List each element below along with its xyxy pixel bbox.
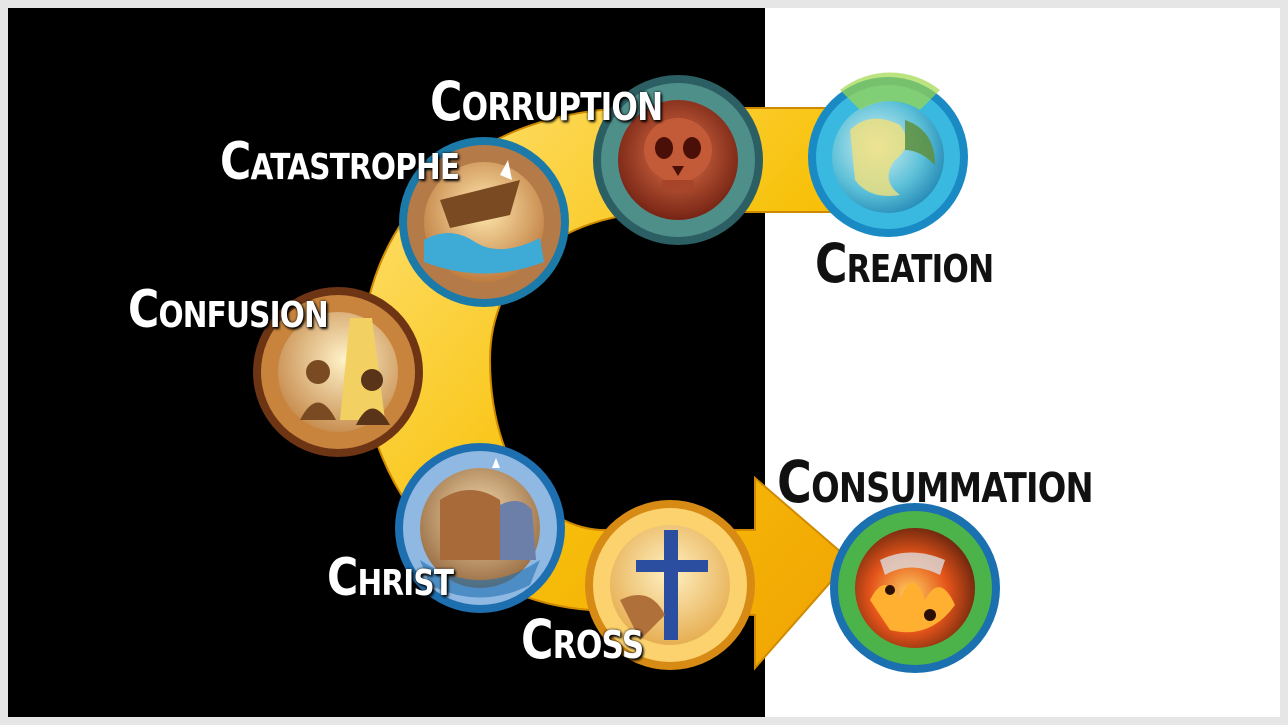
- label-corruption: Corruption: [430, 70, 663, 133]
- label-cross: Cross: [521, 608, 644, 671]
- corruption-medallion: [593, 75, 763, 245]
- confusion-medallion: [253, 287, 423, 457]
- label-creation: Creation: [815, 232, 994, 295]
- label-confusion: Confusion: [128, 280, 329, 340]
- label-catastrophe: Catastrophe: [220, 132, 460, 192]
- label-consummation: Consummation: [777, 448, 1094, 516]
- creation-medallion: [808, 72, 968, 237]
- label-christ: Christ: [327, 548, 454, 608]
- christ-medallion: [395, 443, 565, 613]
- consummation-medallion: [830, 503, 1000, 673]
- catastrophe-medallion: [399, 137, 569, 307]
- cross-medallion: [585, 500, 755, 670]
